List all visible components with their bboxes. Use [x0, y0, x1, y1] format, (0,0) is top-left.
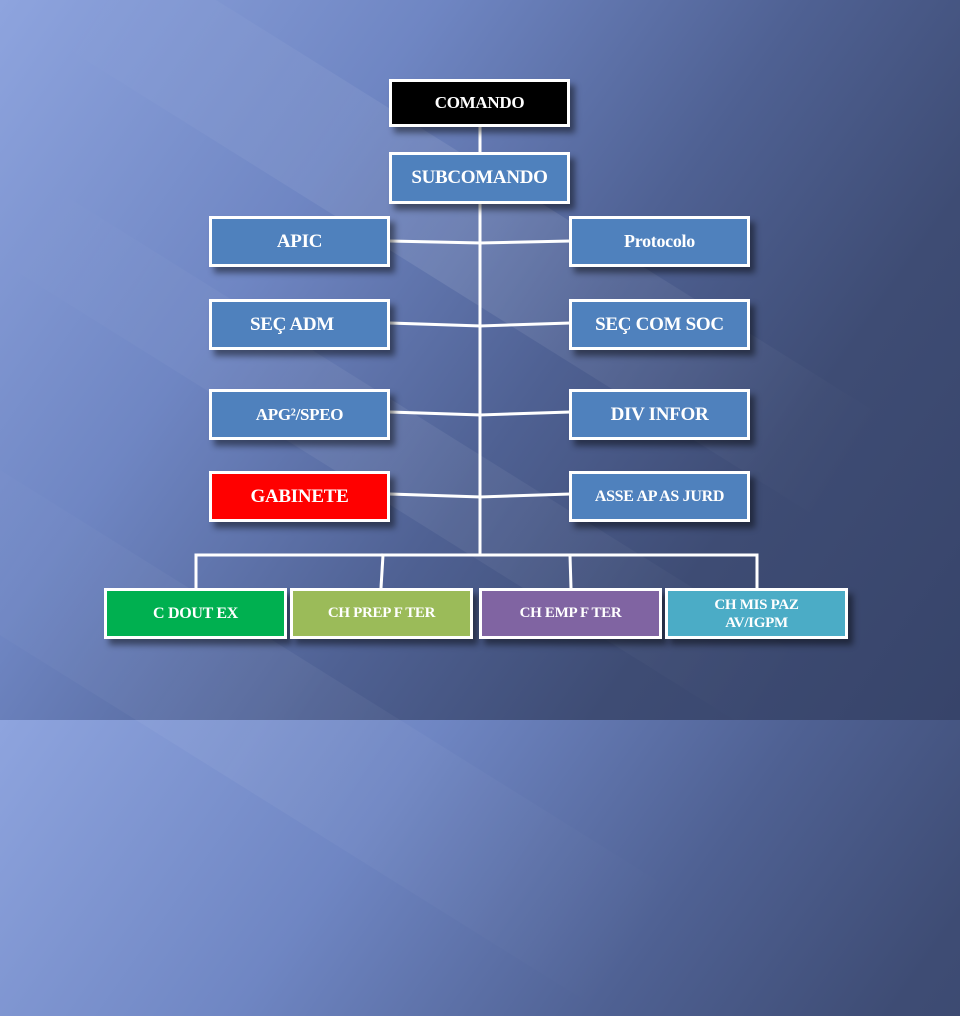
node-apic: APIC	[209, 216, 390, 267]
connector-div-infor	[478, 410, 571, 417]
connector-apg	[388, 410, 482, 417]
node-ch-mis-paz-line1: CH MIS PAZ	[714, 596, 799, 613]
node-ch-mis-paz: CH MIS PAZ AV/IGPM	[665, 588, 848, 639]
node-ch-mis-paz-line2: AV/IGPM	[725, 614, 788, 631]
connector-ch-prep	[379, 553, 385, 590]
node-sec-com-soc: SEÇ COM SOC	[569, 299, 750, 350]
node-protocolo: Protocolo	[569, 216, 750, 267]
node-ch-prep-f-ter: CH PREP F TER	[290, 588, 473, 639]
node-sec-adm: SEÇ ADM	[209, 299, 390, 350]
node-apg-speo: APG²/SPEO	[209, 389, 390, 440]
connector-protocolo	[478, 239, 571, 245]
node-comando: COMANDO	[389, 79, 570, 127]
connector-apic	[388, 239, 482, 245]
connector-sec-adm	[388, 321, 482, 328]
node-div-infor: DIV INFOR	[569, 389, 750, 440]
node-ch-emp-f-ter: CH EMP F TER	[479, 588, 662, 639]
node-c-dout-ex: C DOUT EX	[104, 588, 287, 639]
node-gabinete: GABINETE	[209, 471, 390, 522]
node-subcomando: SUBCOMANDO	[389, 152, 570, 204]
connector-lines	[0, 0, 960, 720]
connector-asse	[478, 492, 571, 499]
connector-sec-com-soc	[478, 321, 571, 328]
node-asse-ap-as-jurd: ASSE AP AS JURD	[569, 471, 750, 522]
connector-gabinete	[388, 492, 482, 499]
connector-ch-emp	[568, 553, 573, 590]
